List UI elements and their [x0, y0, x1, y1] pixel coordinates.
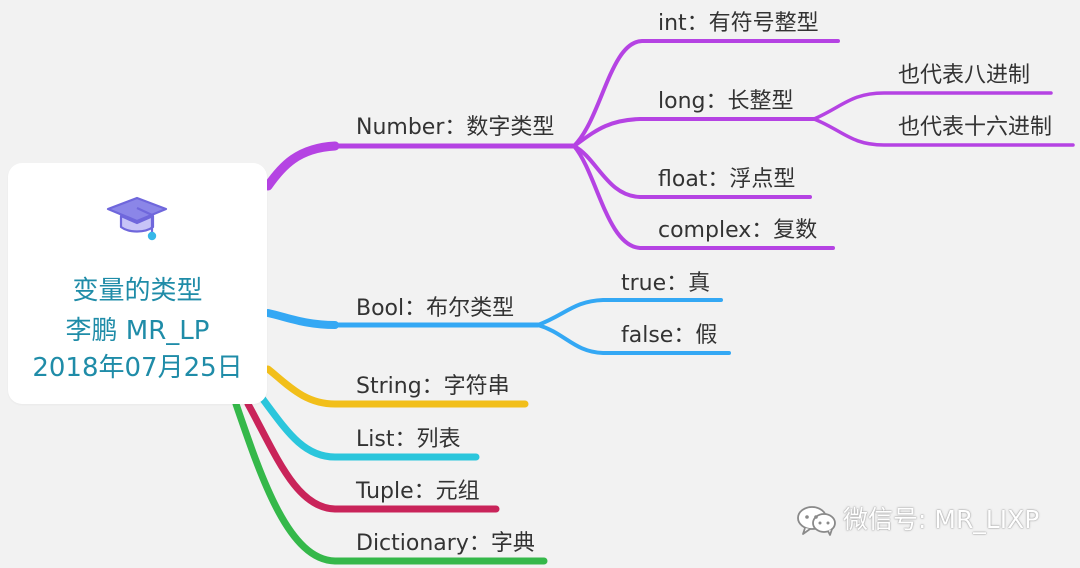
- connector-root-dictionary: [232, 400, 548, 565]
- topic-hexadecimal[interactable]: 也代表十六进制: [898, 115, 1053, 140]
- wechat-watermark: 微信号: MR_LIXP: [795, 502, 1055, 538]
- connector-number-complex: [572, 144, 835, 250]
- connector-root-list: [258, 394, 480, 461]
- connector-root-string: [264, 365, 529, 408]
- central-topic-author: 李鹏 MR_LP: [65, 316, 210, 346]
- topic-true[interactable]: true：真: [621, 271, 711, 296]
- topic-octal[interactable]: 也代表八进制: [898, 63, 1031, 88]
- wechat-icon: [797, 506, 836, 536]
- topic-bool[interactable]: Bool：布尔类型: [356, 296, 515, 321]
- watermark-text: 微信号: MR_LIXP: [843, 505, 1040, 534]
- connector-root-tuple: [244, 400, 500, 513]
- topic-number[interactable]: Number：数字类型: [356, 115, 555, 140]
- topic-dictionary[interactable]: Dictionary：字典: [356, 531, 535, 556]
- connector-root-bool: [264, 309, 339, 329]
- topic-string[interactable]: String：字符串: [356, 374, 510, 399]
- connector-root-number: [263, 141, 340, 191]
- connector-number-int: [572, 39, 840, 148]
- connector-bool-false: [536, 323, 731, 355]
- topic-float[interactable]: float：浮点型: [658, 167, 796, 192]
- topic-int[interactable]: int：有符号整型: [658, 11, 819, 36]
- topic-list[interactable]: List：列表: [356, 427, 461, 452]
- connector-number-float: [572, 144, 812, 199]
- topic-tuple[interactable]: Tuple：元组: [356, 479, 480, 504]
- graduation-cap-icon: [106, 196, 168, 241]
- topic-complex[interactable]: complex：复数: [658, 218, 818, 243]
- connector-long-octal: [812, 91, 1053, 121]
- topic-long[interactable]: long：长整型: [658, 89, 794, 114]
- connector-number-long: [572, 117, 816, 148]
- central-topic-date: 2018年07月25日: [32, 353, 243, 383]
- central-topic-title: 变量的类型: [72, 276, 203, 306]
- connector-long-hex: [812, 117, 1075, 147]
- topic-false[interactable]: false：假: [621, 323, 718, 348]
- connector-bool-true: [536, 298, 723, 327]
